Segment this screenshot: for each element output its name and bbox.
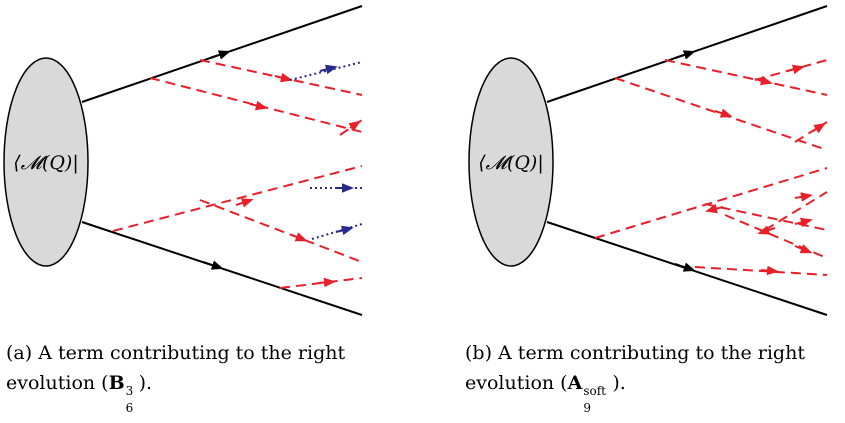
hard-arrow-upper — [209, 50, 231, 60]
diagram-panel-b: ⟨𝓜(Q)| (b) A term contributing to the ri… — [465, 0, 845, 415]
soft-arrow — [786, 64, 805, 75]
caption-a: (a) A term contributing to the right evo… — [6, 338, 386, 415]
soft-arrow — [757, 225, 776, 235]
soft-arrow — [754, 75, 773, 86]
amplitude-blob — [468, 57, 554, 267]
caption-line1: A term contributing to the right — [498, 342, 805, 364]
soft-arrow — [235, 198, 254, 208]
hard-arrow-lower — [674, 262, 696, 272]
soft-gluons-b — [594, 59, 828, 276]
diagram-panel-a: ⟨𝓜(Q)| (a) A term contributing to the ri… — [0, 0, 380, 415]
soft-arrow — [714, 108, 733, 118]
hard-line-lower — [81, 221, 363, 316]
soft-gluons-a — [112, 59, 363, 289]
caption-line2-prefix: evolution ( — [465, 372, 568, 394]
feynman-diagram-b: ⟨𝓜(Q)| — [468, 5, 828, 316]
operator-sup: soft — [583, 384, 606, 398]
soft-arrow — [274, 72, 293, 83]
operator-letter: A — [567, 372, 583, 394]
soft-arrow — [249, 100, 268, 111]
collinear-arrow — [335, 225, 354, 236]
soft-arrow — [291, 232, 308, 242]
soft-arrow — [794, 192, 813, 202]
operator-letter: B — [108, 372, 125, 394]
operator-sup: 3 — [125, 384, 134, 398]
soft-arrow — [348, 120, 361, 132]
caption-line2-suffix: ). — [612, 372, 626, 394]
operator-sub: 9 — [583, 401, 591, 415]
hard-arrow-upper — [674, 50, 696, 60]
soft-arrow — [812, 122, 827, 134]
collinear-lines-a — [289, 61, 363, 240]
caption-marker: (b) — [465, 342, 492, 364]
soft-arrow — [794, 217, 813, 228]
caption-line1: A term contributing to the right — [38, 342, 346, 364]
operator-sub: 6 — [125, 401, 134, 415]
amplitude-blob — [3, 57, 89, 267]
soft-arrow — [317, 277, 336, 288]
soft-arrow — [705, 203, 724, 214]
amplitude-label: ⟨𝓜(Q)| — [478, 152, 544, 174]
amplitude-label: ⟨𝓜(Q)| — [13, 152, 79, 174]
caption-b: (b) A term contributing to the right evo… — [465, 338, 845, 415]
soft-arrow — [760, 265, 779, 276]
caption-line2-prefix: evolution ( — [6, 372, 109, 394]
soft-arrow — [794, 244, 813, 254]
collinear-arrow — [319, 64, 338, 75]
feynman-diagram-a: ⟨𝓜(Q)| — [3, 5, 363, 316]
caption-marker: (a) — [6, 342, 33, 364]
caption-line2-suffix: ). — [138, 372, 153, 394]
hard-arrow-lower — [202, 260, 224, 270]
